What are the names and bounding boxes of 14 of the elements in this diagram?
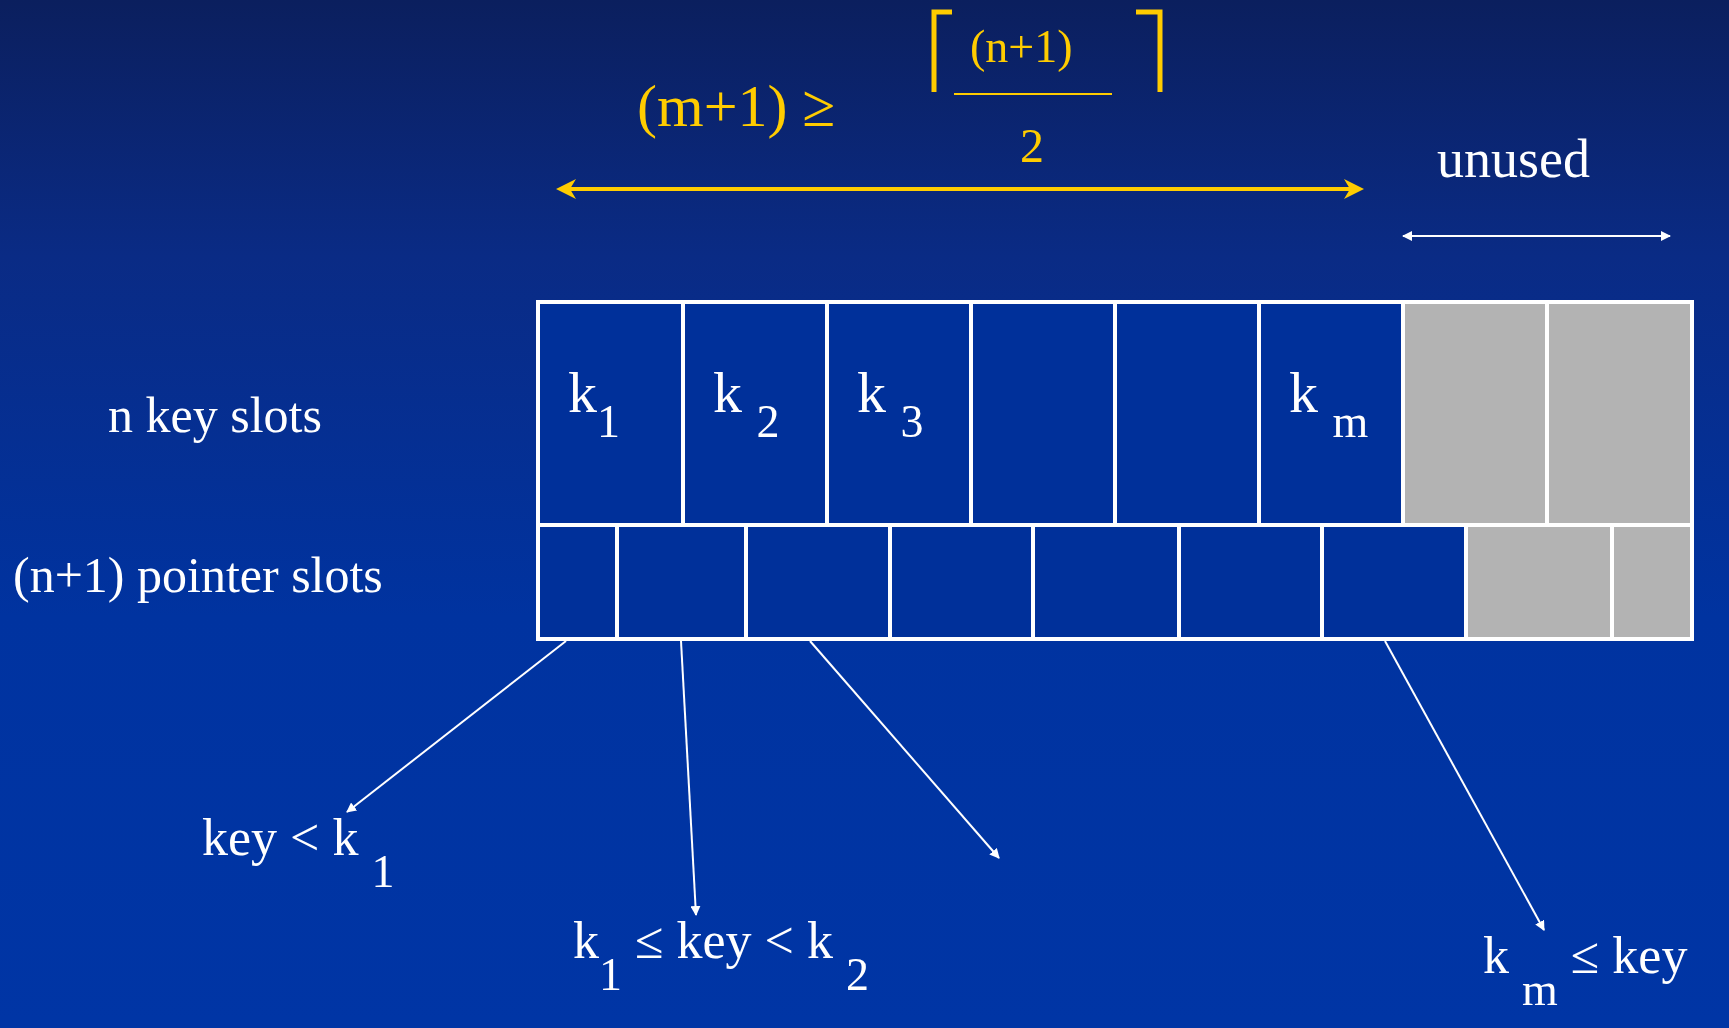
key-range-label: k $_{m}$ ≤ key <box>1483 930 1688 1014</box>
key-range-label: k$_{1}$ ≤ key < k $_{2}$ <box>573 915 869 999</box>
arrow <box>1384 640 1545 931</box>
key-label: k$_{1}$ <box>568 364 620 446</box>
formula-numerator: (n+1) <box>970 24 1073 70</box>
key-label: k $_{2}$ <box>713 364 780 446</box>
arrow <box>809 640 1000 859</box>
key-range-label: key < k $_{1}$ <box>202 812 395 896</box>
formula-denominator: 2 <box>1020 122 1044 170</box>
key-label: k $_{3}$ <box>857 364 924 446</box>
arrow <box>346 640 567 813</box>
unused-label: unused <box>1437 132 1590 186</box>
key-label: k $_{m}$ <box>1289 364 1369 446</box>
arrow <box>680 640 701 916</box>
